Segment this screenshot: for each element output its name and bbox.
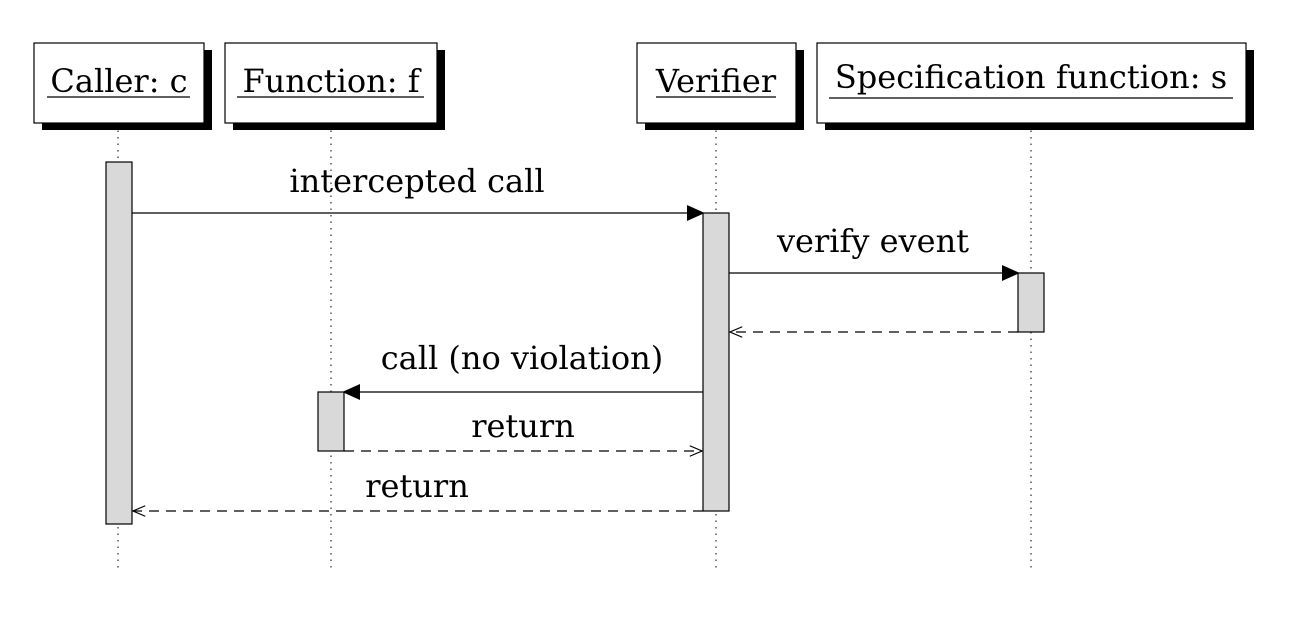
participant-box xyxy=(816,42,1247,124)
message-label: return xyxy=(365,467,469,505)
participant-label: Verifier xyxy=(655,62,777,100)
message-label: return xyxy=(471,407,575,445)
activation-spec xyxy=(1017,272,1045,333)
participant-box xyxy=(33,42,205,124)
participant-caller: Caller: c xyxy=(33,42,212,130)
activation-verifier xyxy=(702,212,730,512)
participant-label: Specification function: s xyxy=(835,58,1227,96)
message-call-no-violation: call (no violation) xyxy=(342,339,703,401)
participant-label: Function: f xyxy=(242,62,421,100)
participant-box xyxy=(224,42,438,124)
activations xyxy=(105,161,1045,525)
participant-label: Caller: c xyxy=(50,62,187,100)
participant-spec: Specification function: s xyxy=(816,42,1254,130)
message-label: call (no violation) xyxy=(381,339,664,377)
message-label: verify event xyxy=(776,222,969,260)
participant-verifier: Verifier xyxy=(636,42,804,130)
activation-caller xyxy=(105,161,133,525)
participant-box xyxy=(636,42,797,124)
message-label: intercepted call xyxy=(289,162,544,200)
message-verify-event: verify event xyxy=(729,222,1020,282)
activation-function xyxy=(317,391,345,452)
participant-function: Function: f xyxy=(224,42,445,130)
message-verifier-return: return xyxy=(133,467,703,511)
message-function-return: return xyxy=(344,407,702,451)
message-intercepted-call: intercepted call xyxy=(132,162,705,222)
